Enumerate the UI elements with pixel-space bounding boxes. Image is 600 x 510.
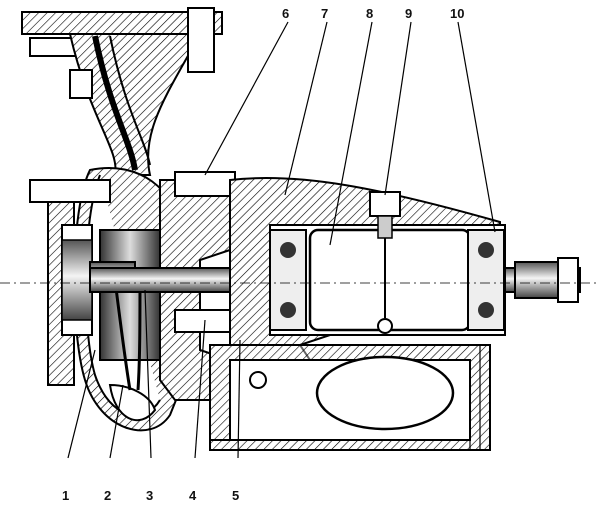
- callout-6: 6: [282, 6, 289, 21]
- callout-3: 3: [146, 488, 153, 503]
- leader-lines: [67, 21, 496, 459]
- callout-5: 5: [232, 488, 239, 503]
- callout-9: 9: [405, 6, 412, 21]
- shaft-coupling-end: [514, 257, 579, 303]
- callout-4: 4: [189, 488, 197, 503]
- suction-flange: [29, 179, 111, 386]
- support-pedestal: [209, 344, 491, 451]
- callout-8: 8: [366, 6, 373, 21]
- oil-vent-plug: [369, 191, 401, 334]
- discharge-nozzle: [21, 7, 223, 176]
- callout-7: 7: [321, 6, 328, 21]
- bearing-housing: [229, 176, 506, 346]
- callout-2: 2: [104, 488, 111, 503]
- callout-10: 10: [450, 6, 464, 21]
- callout-1: 1: [62, 488, 69, 503]
